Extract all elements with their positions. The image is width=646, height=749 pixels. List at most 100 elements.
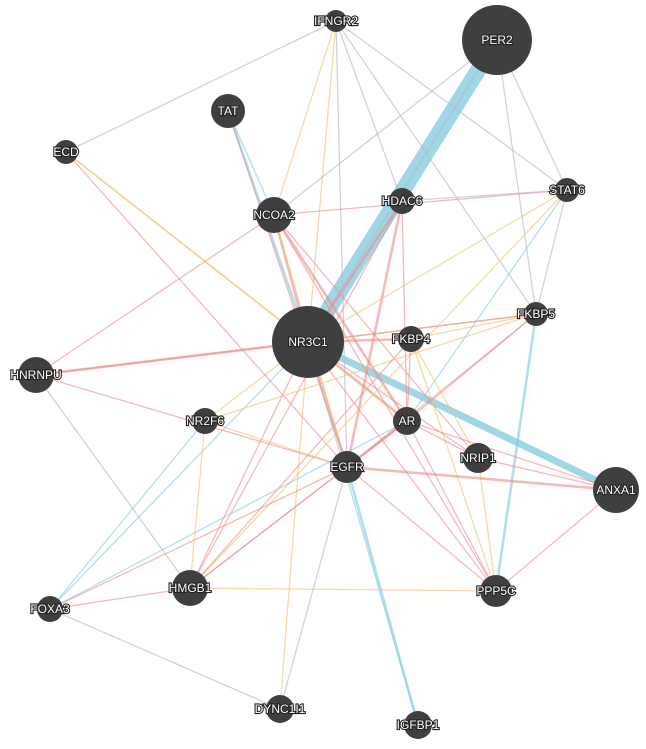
edge-fkbp5-ppp5c[interactable] bbox=[494, 312, 538, 593]
node-foxa3[interactable]: FOXA3 bbox=[29, 596, 71, 622]
node-circle-ncoa2[interactable] bbox=[256, 197, 292, 233]
edge-ncoa2-hnrnpu[interactable] bbox=[35, 214, 275, 376]
node-circle-nrip1[interactable] bbox=[463, 443, 493, 473]
node-nr2f6[interactable]: NR2F6 bbox=[185, 408, 225, 434]
edge-anxa1-ppp5c[interactable] bbox=[495, 489, 617, 592]
node-ncoa2[interactable]: NCOA2 bbox=[252, 197, 296, 233]
edge-fkbp4-ppp5c[interactable] bbox=[410, 338, 497, 592]
edge-ifngr2-stat6[interactable] bbox=[335, 20, 568, 191]
node-circle-hmgb1[interactable] bbox=[172, 570, 208, 606]
edge-egfr-foxa3[interactable] bbox=[49, 466, 348, 610]
node-circle-dync1i1[interactable] bbox=[266, 695, 294, 723]
edge-hmgb1-foxa3[interactable] bbox=[49, 587, 191, 610]
node-ecd[interactable]: ECD bbox=[52, 140, 80, 164]
edge-ecd-ar[interactable] bbox=[65, 151, 408, 422]
edge-fkbp5-nr2f6[interactable] bbox=[204, 313, 537, 422]
edge-ncoa2-nrip1[interactable] bbox=[273, 214, 479, 459]
node-fkbp4[interactable]: FKBP4 bbox=[391, 326, 431, 352]
node-ppp5c[interactable]: PPP5C bbox=[475, 575, 517, 607]
node-circle-egfr[interactable] bbox=[331, 451, 363, 483]
node-igfbp1[interactable]: IGFBP1 bbox=[396, 711, 441, 739]
node-dync1i1[interactable]: DYNC1I1 bbox=[254, 695, 307, 723]
edge-ncoa2-stat6[interactable] bbox=[273, 189, 568, 216]
node-circle-ppp5c[interactable] bbox=[480, 575, 512, 607]
node-nr3c1[interactable]: NR3C1 bbox=[272, 306, 344, 378]
edge-nr3c1-stat6[interactable] bbox=[307, 189, 568, 343]
edge-per2-ncoa2[interactable] bbox=[273, 39, 498, 216]
node-circle-fkbp5[interactable] bbox=[524, 302, 548, 326]
node-circle-fkbp4[interactable] bbox=[398, 326, 424, 352]
edge-hdac6-stat6[interactable] bbox=[401, 189, 568, 202]
edge-stat6-fkbp5[interactable] bbox=[535, 189, 568, 315]
node-circle-ecd[interactable] bbox=[54, 140, 78, 164]
edge-ar-foxa3[interactable] bbox=[49, 420, 408, 610]
edge-stat6-ar[interactable] bbox=[406, 189, 568, 422]
node-circle-igfbp1[interactable] bbox=[404, 711, 432, 739]
edge-ecd-egfr[interactable] bbox=[65, 151, 348, 468]
node-circle-foxa3[interactable] bbox=[37, 596, 63, 622]
edge-egfr-nr2f6[interactable] bbox=[204, 420, 348, 468]
edge-nr2f6-hmgb1[interactable] bbox=[189, 420, 206, 589]
edge-hnrnpu-egfr[interactable] bbox=[35, 374, 348, 468]
edge-tat-ncoa2[interactable] bbox=[227, 110, 275, 216]
edge-ifngr2-ncoa2[interactable] bbox=[273, 20, 337, 216]
edge-egfr-anxa1[interactable] bbox=[345, 465, 618, 492]
node-hmgb1[interactable]: HMGB1 bbox=[168, 570, 213, 606]
node-label-ar: AR bbox=[399, 414, 416, 428]
node-stat6[interactable]: STAT6 bbox=[548, 178, 586, 202]
node-circle-per2[interactable] bbox=[462, 5, 532, 75]
edge-egfr-dync1i1[interactable] bbox=[279, 466, 348, 710]
edge-tat-egfr[interactable] bbox=[227, 110, 348, 468]
node-circle-hnrnpu[interactable] bbox=[18, 357, 54, 393]
node-ifngr2[interactable]: IFNGR2 bbox=[313, 10, 359, 32]
node-circle-ifngr2[interactable] bbox=[325, 10, 347, 32]
edge-ecd-ifngr2[interactable] bbox=[65, 20, 337, 153]
edge-egfr-ppp5c[interactable] bbox=[346, 466, 497, 592]
node-fkbp5[interactable]: FKBP5 bbox=[516, 302, 556, 326]
edge-nr3c1-ppp5c[interactable] bbox=[307, 341, 497, 592]
node-per2[interactable]: PER2 bbox=[462, 5, 532, 75]
node-circle-nr2f6[interactable] bbox=[192, 408, 218, 434]
edge-ar-ppp5c[interactable] bbox=[406, 420, 497, 592]
edge-ncoa2-ar[interactable] bbox=[272, 213, 409, 423]
node-ar[interactable]: AR bbox=[393, 407, 421, 435]
edge-fkbp5-fkbp4[interactable] bbox=[410, 313, 537, 340]
edge-per2-fkbp5[interactable] bbox=[496, 39, 537, 315]
edge-ar-anxa1[interactable] bbox=[406, 420, 617, 491]
edge-hdac6-ar[interactable] bbox=[401, 200, 408, 422]
edge-ifngr2-fkbp5[interactable] bbox=[335, 20, 537, 315]
edge-ppp5c-hmgb1[interactable] bbox=[189, 587, 497, 592]
edge-nr3c1-dync1i1[interactable] bbox=[279, 341, 309, 710]
node-nrip1[interactable]: NRIP1 bbox=[459, 443, 497, 473]
edge-ncoa2-ppp5c[interactable] bbox=[273, 214, 497, 592]
edge-stat6-hmgb1[interactable] bbox=[189, 189, 568, 589]
edge-nr2f6-foxa3[interactable] bbox=[49, 420, 206, 610]
edge-fkbp4-nrip1[interactable] bbox=[410, 338, 479, 459]
edge-nr3c1-foxa3[interactable] bbox=[49, 341, 309, 610]
node-circle-anxa1[interactable] bbox=[593, 467, 639, 513]
edge-egfr-igfbp1[interactable] bbox=[345, 465, 420, 727]
edge-nrip1-ppp5c[interactable] bbox=[477, 457, 497, 592]
node-circle-nr3c1[interactable] bbox=[272, 306, 344, 378]
edge-nrip1-anxa1[interactable] bbox=[477, 457, 617, 491]
edge-hnrnpu-hmgb1[interactable] bbox=[35, 374, 191, 589]
edge-hdac6-hmgb1[interactable] bbox=[189, 200, 403, 589]
node-circle-tat[interactable] bbox=[211, 94, 245, 128]
edge-nr3c1-ifngr2[interactable] bbox=[307, 20, 337, 343]
node-circle-stat6[interactable] bbox=[555, 178, 579, 202]
edge-fkbp4-hmgb1[interactable] bbox=[189, 338, 412, 589]
edge-ifngr2-egfr[interactable] bbox=[335, 20, 348, 468]
edge-nr3c1-hmgb1[interactable] bbox=[189, 341, 309, 589]
node-anxa1[interactable]: ANXA1 bbox=[593, 467, 639, 513]
edge-ifngr2-hdac6[interactable] bbox=[335, 20, 403, 202]
edge-foxa3-dync1i1[interactable] bbox=[49, 608, 281, 710]
edge-nr3c1-anxa1[interactable] bbox=[304, 338, 620, 494]
node-hdac6[interactable]: HDAC6 bbox=[381, 188, 424, 214]
node-tat[interactable]: TAT bbox=[211, 94, 245, 128]
node-egfr[interactable]: EGFR bbox=[329, 451, 365, 483]
edge-egfr-hmgb1[interactable] bbox=[189, 466, 348, 589]
node-circle-ar[interactable] bbox=[393, 407, 421, 435]
node-hnrnpu[interactable]: HNRNPU bbox=[9, 357, 63, 393]
node-circle-hdac6[interactable] bbox=[389, 188, 415, 214]
